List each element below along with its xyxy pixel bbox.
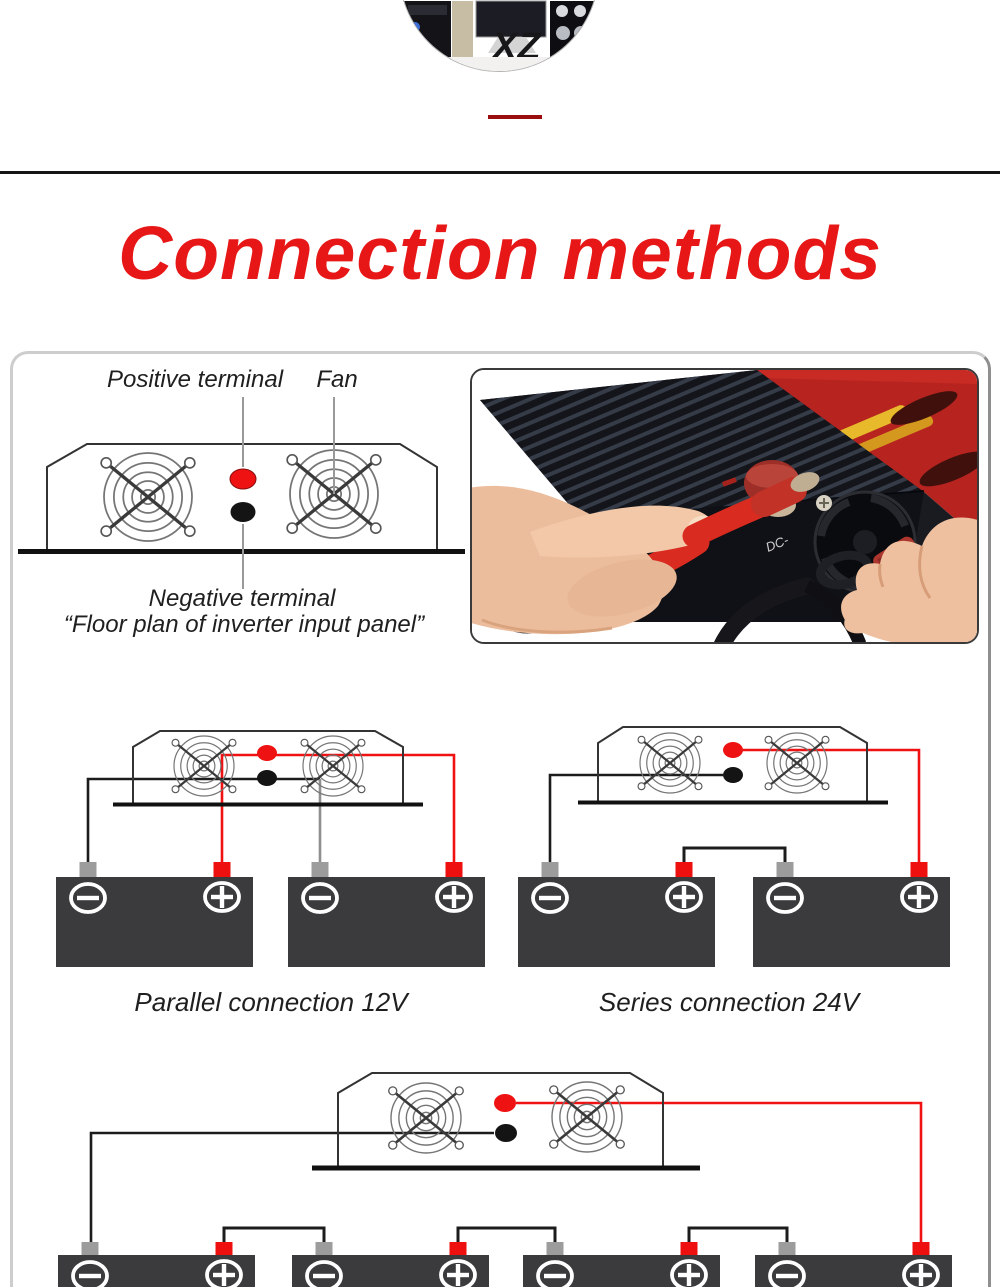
vent-slot <box>919 451 977 487</box>
battery-icon <box>753 1253 954 1287</box>
negative-terminal-dot <box>257 770 277 786</box>
fan-icon <box>99 451 197 543</box>
positive-wire <box>735 748 921 863</box>
series-connection-caption: Series connection 24V <box>598 987 860 1017</box>
fan-icon <box>548 1080 626 1154</box>
fan-label: Fan <box>316 366 358 393</box>
negative-terminal-dot <box>230 502 256 522</box>
fan-icon <box>636 731 704 795</box>
fan-icon <box>299 734 367 798</box>
negative-terminal-dot <box>723 767 743 783</box>
battery-icon <box>290 1253 491 1287</box>
positive-terminal-label: Positive terminal <box>106 366 284 393</box>
negative-terminal-dot <box>495 1124 517 1142</box>
series-jumper-wire <box>456 1226 557 1243</box>
negative-wire <box>89 1131 494 1243</box>
floor-plan-caption: “Floor plan of inverter input panel” <box>63 611 425 638</box>
positive-terminal-dot <box>229 468 257 490</box>
positive-terminal-dot <box>723 742 743 758</box>
battery-icon <box>286 875 487 969</box>
series-connection-diagram <box>516 726 952 969</box>
negative-wire <box>548 773 723 863</box>
ring-lug <box>790 472 820 492</box>
positive-wire <box>220 753 456 863</box>
fan-icon <box>763 731 831 795</box>
series-jumper-wire <box>687 1226 789 1243</box>
positive-terminal-dot <box>494 1094 516 1112</box>
series-jumper-wire <box>682 846 787 863</box>
battery-icon <box>516 875 717 969</box>
battery-icon <box>521 1253 722 1287</box>
negative-terminal-label: Negative terminal <box>148 585 336 612</box>
fan-icon <box>387 1081 465 1155</box>
fan-icon <box>170 734 238 798</box>
positive-terminal-dot <box>257 745 277 761</box>
floor-plan-diagram <box>18 397 465 589</box>
connection-photo: DC- <box>470 368 979 644</box>
monitor-stand <box>488 37 536 53</box>
battery-icon <box>751 875 952 969</box>
battery-icon <box>54 875 255 969</box>
four-battery-series-diagram <box>56 1072 954 1287</box>
negative-wire <box>86 777 320 863</box>
red-accent-divider <box>488 115 542 119</box>
left-hand <box>472 485 714 635</box>
series-jumper-wire <box>222 1226 326 1243</box>
right-hand <box>841 517 977 642</box>
monitor <box>475 0 547 38</box>
battery-icon <box>56 1253 257 1287</box>
parallel-connection-diagram <box>54 730 487 969</box>
page-title: Connection methods <box>118 211 882 295</box>
vent-slot <box>890 391 958 425</box>
positive-wire <box>516 1101 923 1243</box>
section-divider <box>0 171 1000 174</box>
parallel-connection-caption: Parallel connection 12V <box>134 987 408 1017</box>
